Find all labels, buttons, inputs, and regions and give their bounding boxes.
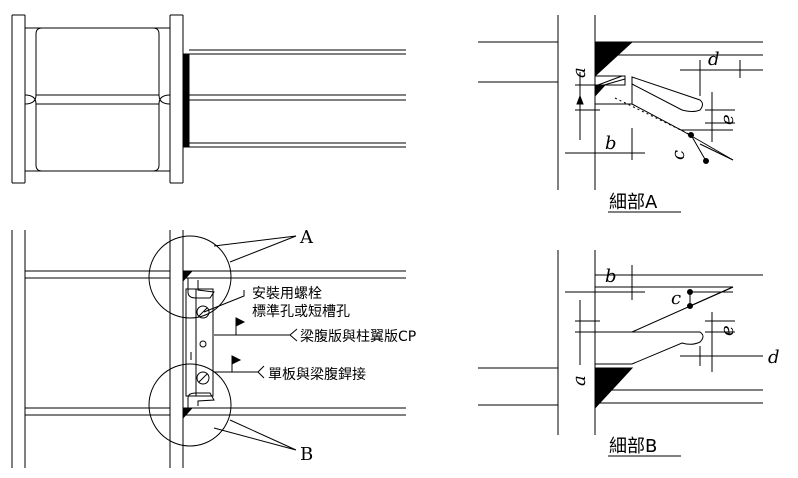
access-hole-a bbox=[594, 76, 703, 112]
detail-b-title: 細部B bbox=[609, 436, 657, 457]
dim-e-label-detail-a: e bbox=[717, 114, 738, 125]
weld-fill-bottom bbox=[182, 407, 194, 420]
bolt-note-leader bbox=[203, 290, 245, 313]
bolt-hole-1 bbox=[196, 305, 210, 319]
plate-weld-note: 單板與梁腹銲接 bbox=[268, 366, 366, 383]
detail-circle-b bbox=[148, 363, 232, 447]
weld-fill-a bbox=[594, 41, 634, 78]
beam-top bbox=[189, 49, 406, 148]
dim-a-label-detail-a: a bbox=[569, 67, 590, 78]
detail-a-view bbox=[478, 15, 763, 213]
bolt-note-line1: 安裝用螺栓 bbox=[252, 286, 322, 302]
dim-b-label-detail-a: b bbox=[605, 133, 617, 154]
callout-a-label: A bbox=[299, 227, 314, 248]
plate-weld-symbol bbox=[214, 355, 265, 379]
cp-weld-bar bbox=[182, 53, 190, 148]
dim-d-label-detail-b: d bbox=[768, 347, 780, 368]
top-elevation-view bbox=[11, 14, 406, 184]
bolt-note-line2: 標準孔或短槽孔 bbox=[252, 304, 350, 320]
dim-c-label-detail-a: c bbox=[668, 150, 689, 160]
detail-circle-a bbox=[148, 235, 232, 319]
column-section-top bbox=[11, 14, 184, 184]
weld-fill-b bbox=[594, 367, 634, 410]
access-hole-top bbox=[187, 278, 215, 299]
bolt-hole-2 bbox=[199, 340, 207, 348]
access-hole-b bbox=[595, 331, 704, 365]
beam-flanges-bottom bbox=[25, 270, 406, 416]
dim-c-label-detail-b: c bbox=[671, 288, 681, 309]
weld-fill-top bbox=[182, 270, 194, 283]
dim-d-label-detail-a: d bbox=[708, 49, 720, 70]
callout-a-leader bbox=[213, 235, 297, 263]
bottom-side-view bbox=[11, 230, 406, 468]
dim-b-label-detail-b: b bbox=[605, 266, 617, 287]
detail-a-title: 細部A bbox=[609, 192, 658, 213]
cp-weld-symbol bbox=[214, 317, 298, 342]
detail-b-view bbox=[478, 250, 763, 457]
column-lines-bottom bbox=[11, 230, 184, 468]
callout-b-label: B bbox=[300, 444, 313, 465]
cp-weld-note: 梁腹版與柱翼版CP bbox=[300, 328, 416, 345]
access-hole-bottom bbox=[187, 392, 215, 408]
shear-plate bbox=[185, 288, 214, 397]
dim-e-label-detail-b: e bbox=[717, 325, 738, 336]
dim-a-label-detail-b: a bbox=[569, 375, 590, 386]
bolt-hole-3 bbox=[196, 371, 210, 385]
callout-b-leader bbox=[213, 419, 297, 451]
